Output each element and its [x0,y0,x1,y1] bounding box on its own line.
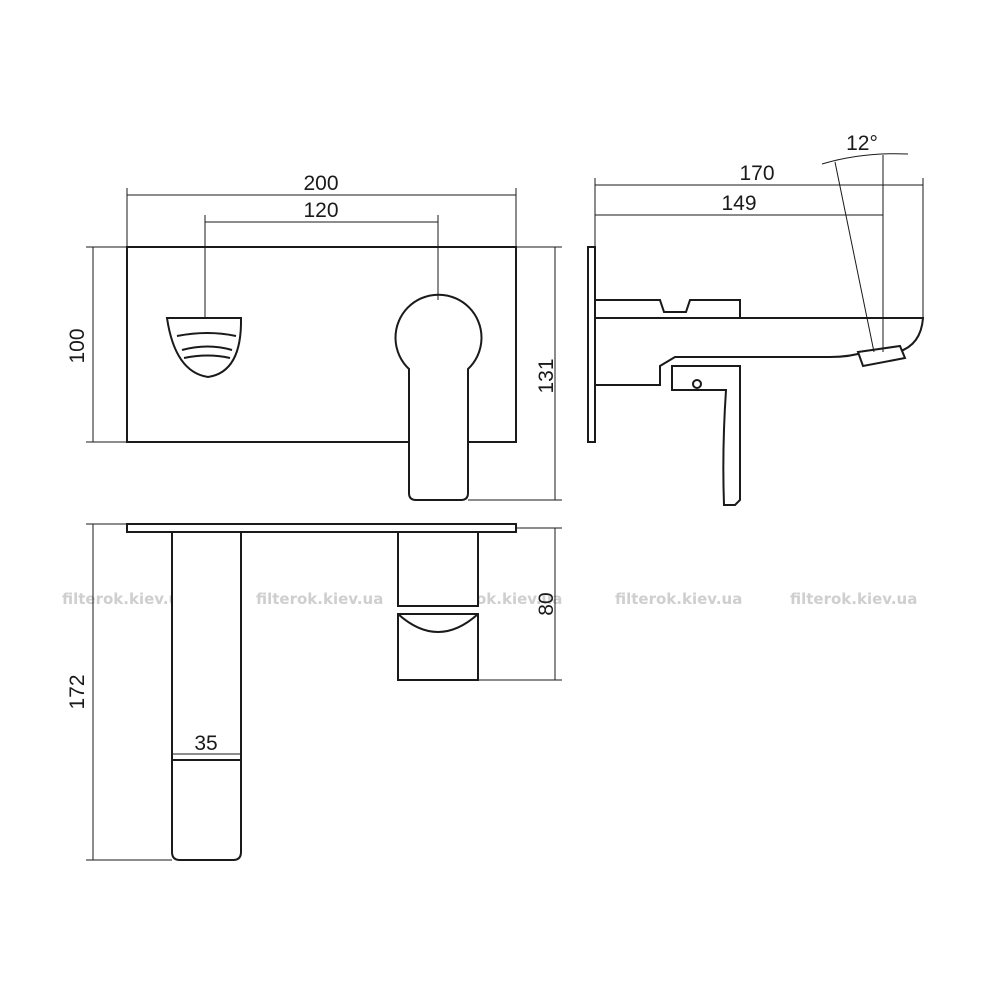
spout-outlet-line [176,332,237,337]
side-view: 170 149 12° [587,132,925,506]
dim-label-12-deg: 12° [846,132,878,155]
dim-label-80: 80 [535,592,558,615]
dimension-line [834,161,875,353]
angle-arc [821,153,909,165]
top-wall-plate [126,523,517,533]
top-lever-stem [397,531,479,607]
watermark-text: filterok.kiev.ua [790,590,917,608]
front-view: 200 120 100 131 [66,172,562,501]
dim-label-170: 170 [739,162,774,185]
side-spout-body [594,299,925,386]
front-lever-handle [394,293,483,501]
side-aerator [856,344,907,368]
lever-pivot [692,379,702,389]
top-spout [171,531,242,861]
dim-label-120: 120 [303,199,338,222]
dim-label-200: 200 [303,172,338,195]
watermark-text: filterok.kiev.ua [62,590,189,608]
side-lever-handle [671,365,741,506]
side-wall-plate [587,246,596,443]
dim-label-131: 131 [535,358,558,393]
dim-label-100: 100 [66,328,89,363]
top-lever-curve [397,613,479,633]
dim-label-35: 35 [194,732,217,755]
spout-outlet-line [181,345,233,351]
watermark-text: filterok.kiev.ua [256,590,383,608]
dim-label-172: 172 [66,674,89,709]
watermark-text: filterok.kiev.ua [615,590,742,608]
top-view: 80 172 35 [66,523,562,861]
spout-outlet-line [183,354,231,359]
dim-label-149: 149 [721,192,756,215]
